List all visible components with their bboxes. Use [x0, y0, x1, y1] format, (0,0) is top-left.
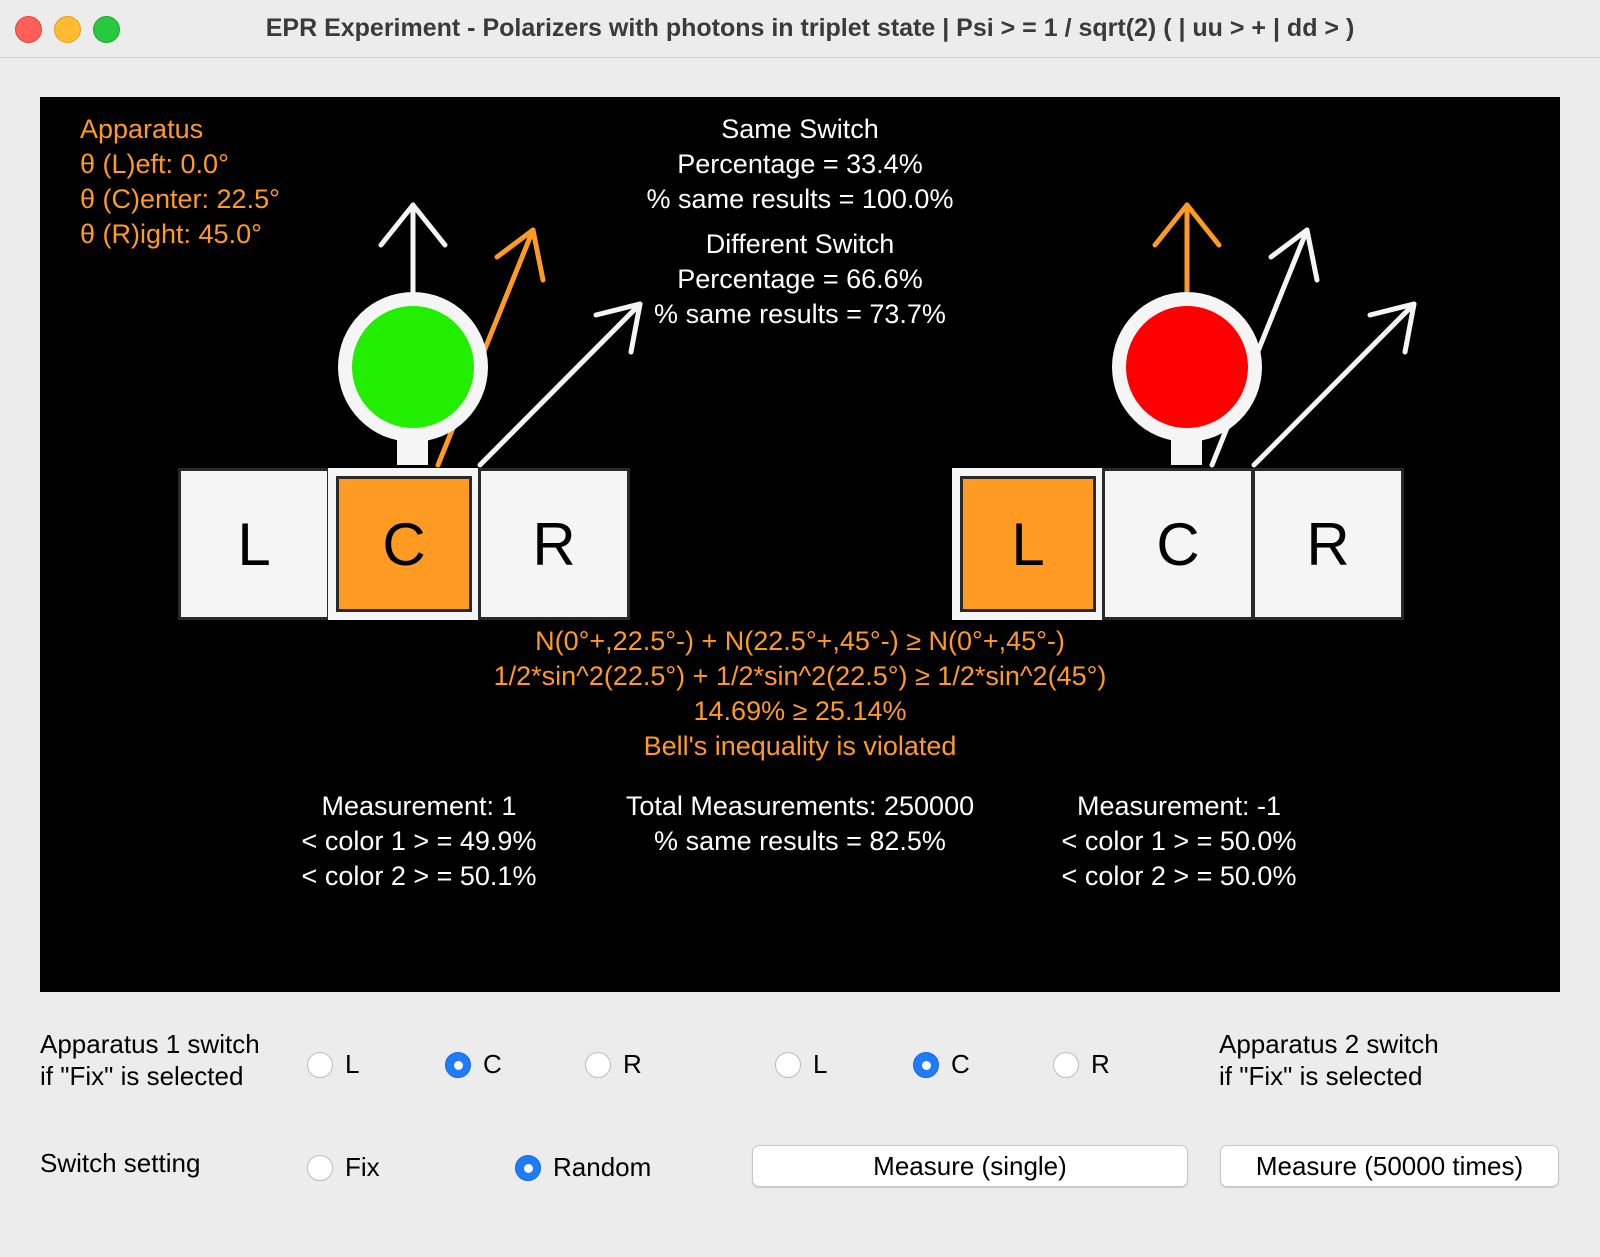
- apparatus-heading: Apparatus: [80, 114, 204, 144]
- apparatus2-switch-label-line2: if "Fix" is selected: [1219, 1061, 1423, 1091]
- apparatus1-radio-r[interactable]: R: [585, 1049, 642, 1080]
- radio-circle-icon[interactable]: [585, 1051, 611, 1078]
- measure-many-button[interactable]: Measure (50000 times): [1220, 1145, 1559, 1187]
- bell-inequality-verdict: Bell's inequality is violated: [643, 731, 957, 761]
- radio-label: L: [813, 1049, 828, 1079]
- detector1-arrowhead-center: [494, 227, 546, 283]
- detector2-arrowhead-left: [1152, 202, 1222, 248]
- radio-label: Random: [553, 1152, 652, 1182]
- apparatus2-switch-label-line1: Apparatus 2 switch: [1219, 1029, 1439, 1059]
- different-switch-same-results: % same results = 73.7%: [654, 299, 946, 329]
- detector1-box-c: C: [328, 468, 480, 620]
- measurement-left-title: Measurement: 1: [321, 791, 517, 821]
- detector1-arrow-right: [477, 301, 643, 468]
- apparatus1-switch-label-line1: Apparatus 1 switch: [40, 1029, 260, 1059]
- measure-single-button[interactable]: Measure (single): [752, 1145, 1188, 1187]
- window-title: EPR Experiment - Polarizers with photons…: [265, 14, 1355, 42]
- detector2-arrow-right: [1251, 301, 1417, 468]
- measurement-left-color2: < color 2 > = 50.1%: [301, 861, 537, 891]
- minimize-window-button[interactable]: [54, 16, 81, 43]
- detector2-box-r: R: [1252, 468, 1404, 620]
- bell-inequality-line2: 1/2*sin^2(22.5°) + 1/2*sin^2(22.5°) ≥ 1/…: [493, 661, 1107, 691]
- measurement-right-color2: < color 2 > = 50.0%: [1061, 861, 1297, 891]
- detector1-arrowhead-right: [593, 301, 643, 355]
- measurement-right-title: Measurement: -1: [1076, 791, 1282, 821]
- switch-radio-fix[interactable]: Fix: [307, 1152, 380, 1183]
- detector2-light: [1126, 306, 1248, 428]
- polarizer-arrows: [338, 202, 1417, 468]
- apparatus2-radio-l[interactable]: L: [775, 1049, 827, 1080]
- different-switch-heading: Different Switch: [705, 229, 895, 259]
- same-switch-heading: Same Switch: [721, 114, 879, 144]
- detector1-box-l: L: [178, 468, 330, 620]
- radio-label: R: [1091, 1049, 1110, 1079]
- apparatus1-switch-label-line2: if "Fix" is selected: [40, 1061, 244, 1091]
- detector2-box-l: L: [952, 468, 1104, 620]
- radio-circle-icon[interactable]: [1053, 1051, 1079, 1078]
- measurement-left-color1: < color 1 > = 49.9%: [301, 826, 537, 856]
- radio-circle-icon[interactable]: [307, 1154, 333, 1181]
- apparatus1-radio-l[interactable]: L: [307, 1049, 359, 1080]
- total-same-results: % same results = 82.5%: [654, 826, 946, 856]
- apparatus2-radio-r[interactable]: R: [1053, 1049, 1110, 1080]
- total-measurements: Total Measurements: 250000: [625, 791, 975, 821]
- switch-radio-random[interactable]: Random: [515, 1152, 651, 1183]
- detector2-arrowhead-center: [1268, 227, 1320, 283]
- detector1-box-r: R: [478, 468, 630, 620]
- simulation-canvas: Apparatus θ (L)eft: 0.0° θ (C)enter: 22.…: [40, 97, 1560, 992]
- radio-label: Fix: [345, 1152, 380, 1182]
- radio-label: C: [951, 1049, 970, 1079]
- radio-circle-icon[interactable]: [515, 1154, 541, 1181]
- different-switch-percentage: Percentage = 66.6%: [677, 264, 923, 294]
- apparatus1-radio-c[interactable]: C: [445, 1049, 502, 1080]
- zoom-window-button[interactable]: [93, 16, 120, 43]
- radio-label: L: [345, 1049, 360, 1079]
- close-window-button[interactable]: [15, 16, 42, 43]
- radio-label: C: [483, 1049, 502, 1079]
- detector1-light: [352, 306, 474, 428]
- radio-circle-icon[interactable]: [913, 1051, 939, 1078]
- apparatus-center-angle: θ (C)enter: 22.5°: [80, 184, 280, 214]
- detector2-arrowhead-right: [1367, 301, 1417, 355]
- radio-circle-icon[interactable]: [775, 1051, 801, 1078]
- bell-inequality-line1: N(0°+,22.5°-) + N(22.5°+,45°-) ≥ N(0°+,4…: [535, 626, 1065, 656]
- radio-circle-icon[interactable]: [445, 1051, 471, 1078]
- apparatus-left-angle: θ (L)eft: 0.0°: [80, 149, 229, 179]
- radio-label: R: [623, 1049, 642, 1079]
- detector2-box-c: C: [1102, 468, 1254, 620]
- same-switch-same-results: % same results = 100.0%: [646, 184, 954, 214]
- switch-setting-label: Switch setting: [40, 1148, 201, 1178]
- detector1-arrowhead-left: [378, 202, 448, 248]
- radio-circle-icon[interactable]: [307, 1051, 333, 1078]
- apparatus2-radio-c[interactable]: C: [913, 1049, 970, 1080]
- same-switch-percentage: Percentage = 33.4%: [677, 149, 923, 179]
- title-bar: EPR Experiment - Polarizers with photons…: [0, 0, 1600, 58]
- bell-inequality-line3: 14.69% ≥ 25.14%: [693, 696, 907, 726]
- apparatus-right-angle: θ (R)ight: 45.0°: [80, 219, 262, 249]
- measurement-right-color1: < color 1 > = 50.0%: [1061, 826, 1297, 856]
